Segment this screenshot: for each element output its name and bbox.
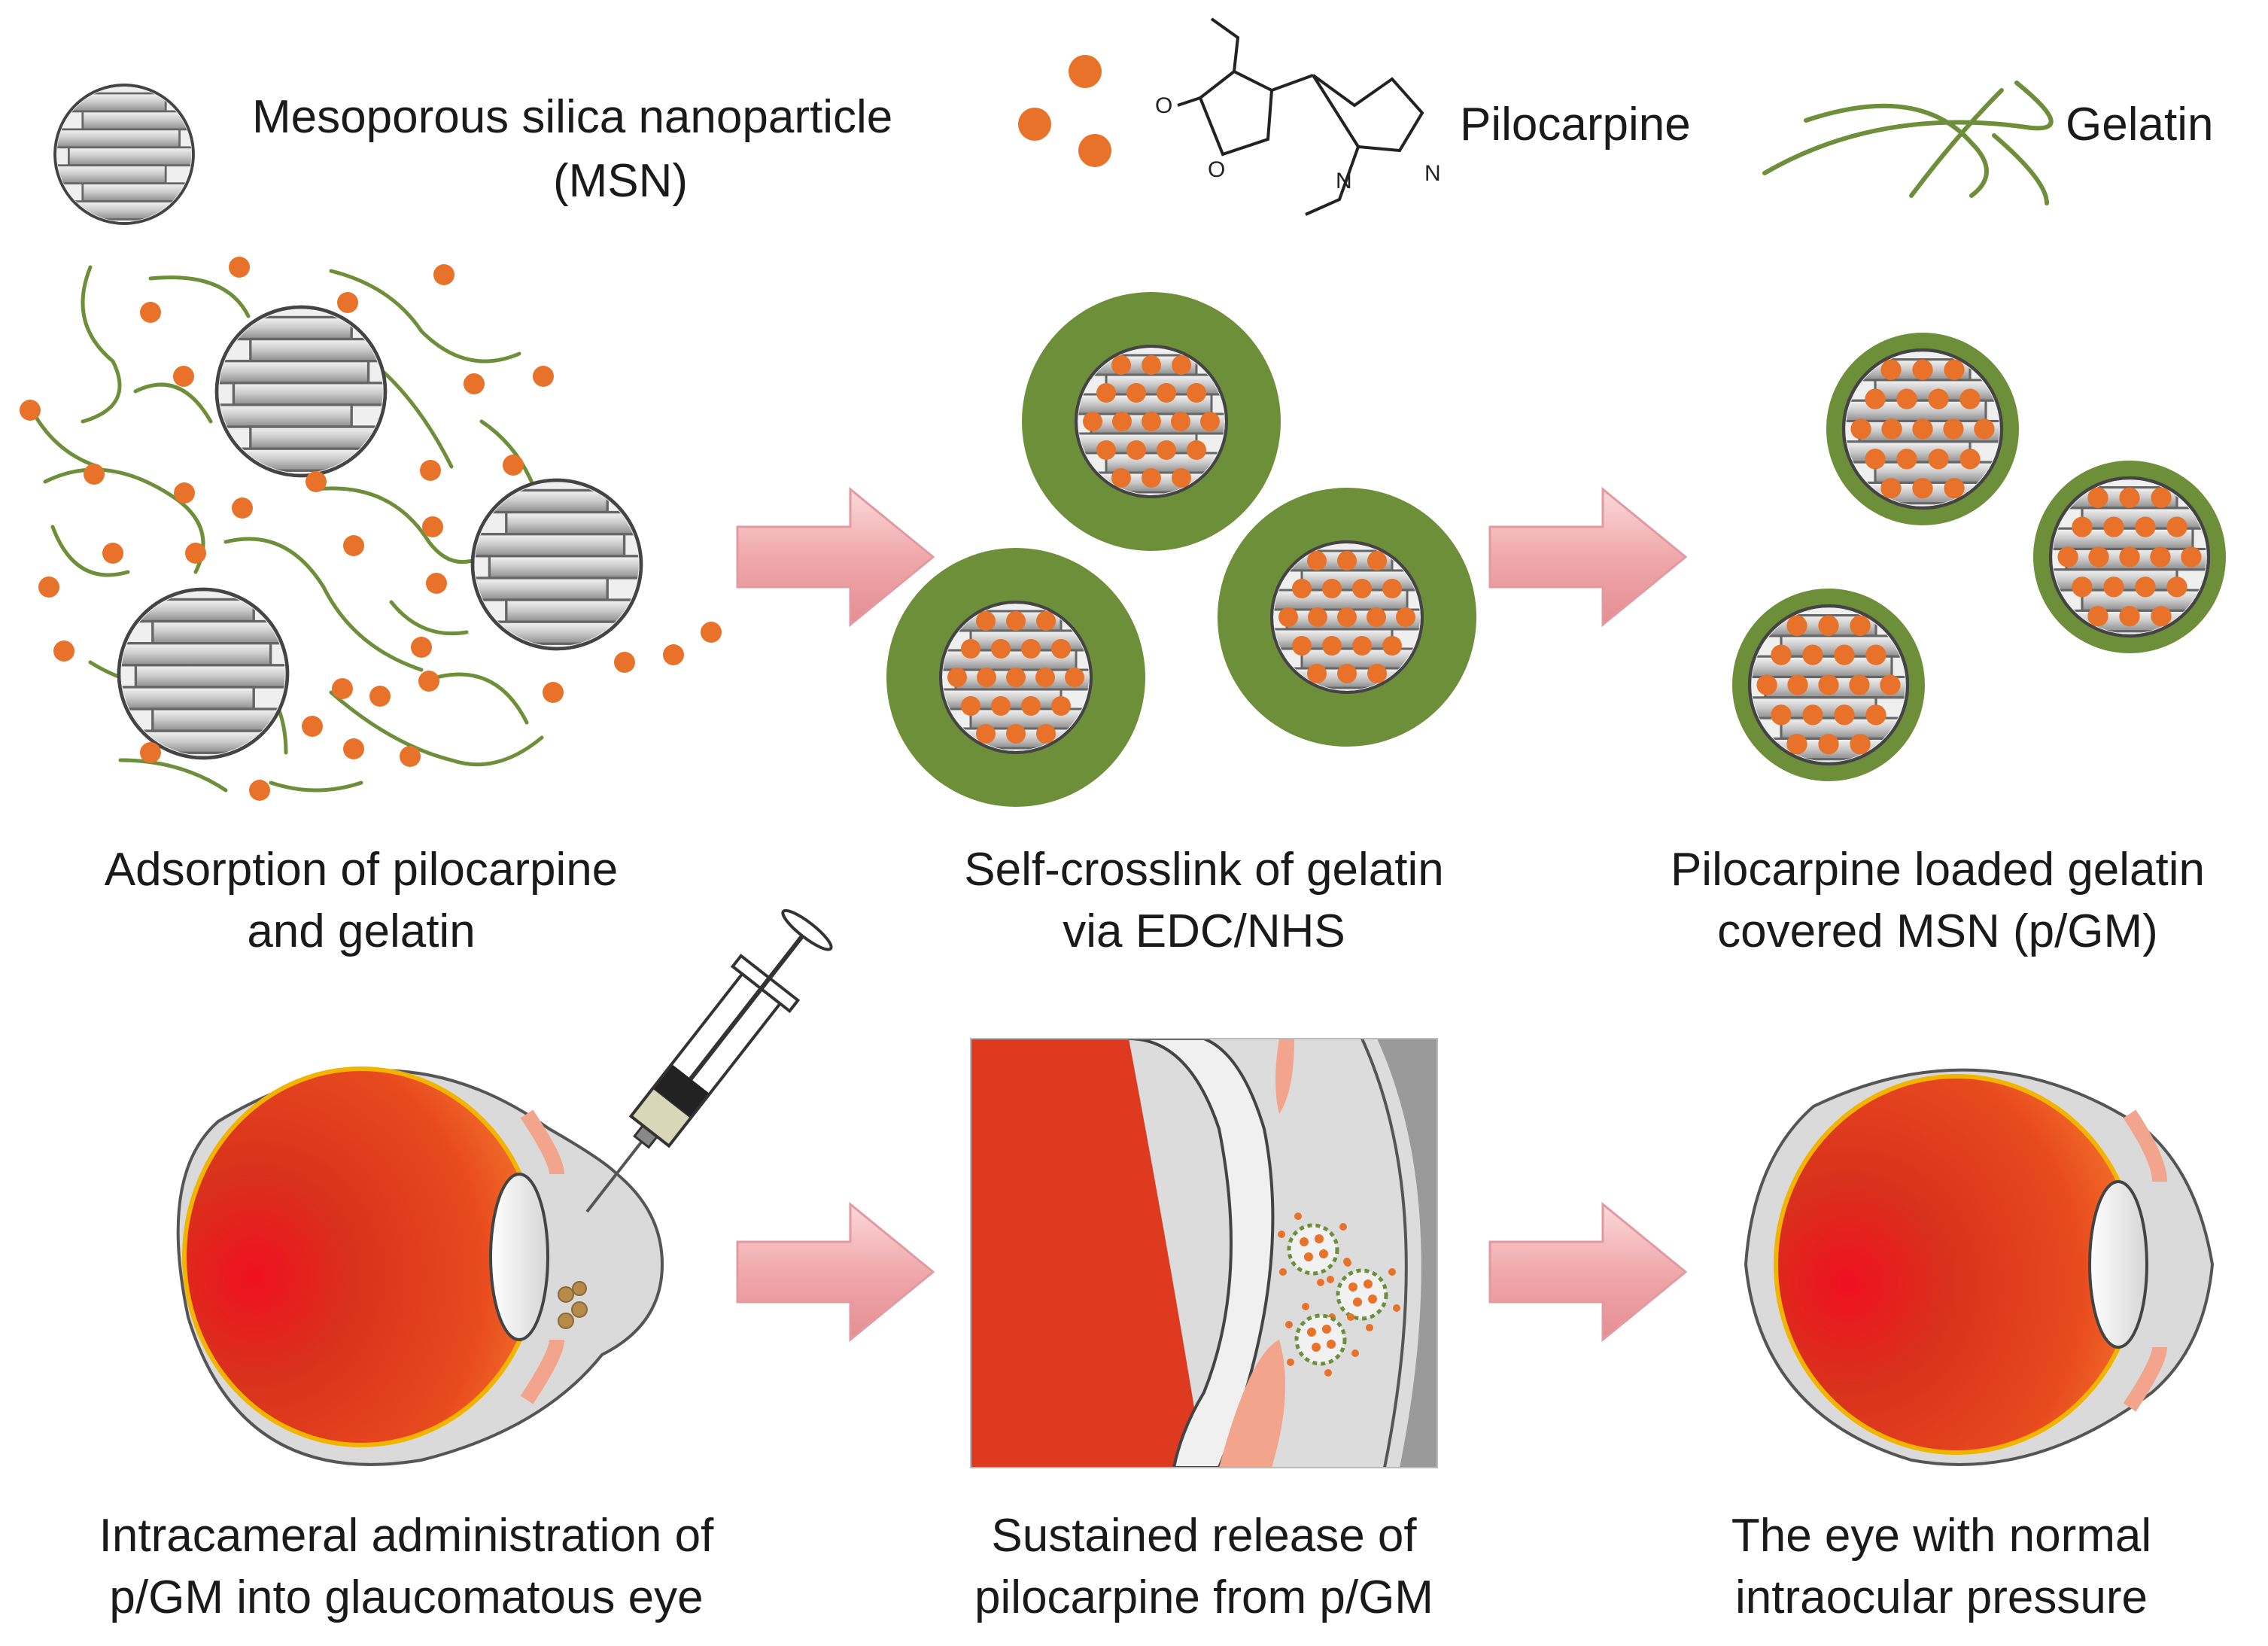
caption-normal-line1: The eye with normal xyxy=(1731,1510,2152,1562)
caption-release-line2: pilocarpine from p/GM xyxy=(974,1571,1433,1623)
arrow-crosslink-to-loaded xyxy=(1488,488,1687,626)
legend-msn-label: Mesoporous silica nanoparticle xyxy=(252,90,892,144)
caption-adsorption: Adsorption of pilocarpine and gelatin xyxy=(30,839,692,963)
caption-administration-line2: p/GM into glaucomatous eye xyxy=(109,1571,704,1623)
arrow-administration-to-release xyxy=(736,1203,935,1341)
caption-normal-line2: intraocular pressure xyxy=(1735,1571,2148,1623)
caption-loaded-line1: Pilocarpine loaded gelatin xyxy=(1670,844,2206,896)
glaucomatous-eye xyxy=(176,1066,664,1466)
caption-crosslink-line2: via EDC/NHS xyxy=(1063,905,1345,957)
legend-gelatin-strands xyxy=(1762,81,2054,205)
caption-administration-line1: Intracameral administration of xyxy=(99,1510,714,1562)
caption-administration: Intracameral administration of p/GM into… xyxy=(15,1505,798,1629)
caption-crosslink-line1: Self-crosslink of gelatin xyxy=(964,844,1444,896)
pilocarpine-structure xyxy=(1177,17,1424,216)
caption-loaded: Pilocarpine loaded gelatin covered MSN (… xyxy=(1610,839,2265,963)
legend-msn-label-line1: Mesoporous silica nanoparticle xyxy=(252,91,893,143)
atom-o-ring: O xyxy=(1208,157,1225,182)
legend-gelatin-label: Gelatin xyxy=(2066,99,2214,151)
legend-pilocarpine-label: Pilocarpine xyxy=(1460,99,1691,151)
atom-o-carbonyl: O xyxy=(1155,93,1172,118)
loaded-particles xyxy=(1732,333,2226,781)
caption-release-line1: Sustained release of xyxy=(991,1510,1417,1562)
atom-n-ring: N xyxy=(1424,161,1441,186)
legend-pilocarpine-dots xyxy=(1018,55,1111,167)
adsorption-mixture xyxy=(20,257,722,801)
pilocarpine-atoms: O O N N xyxy=(1155,93,1441,193)
caption-adsorption-line2: and gelatin xyxy=(247,905,476,957)
caption-crosslink: Self-crosslink of gelatin via EDC/NHS xyxy=(880,839,1528,963)
legend-msn-particle xyxy=(48,85,200,224)
caption-normal: The eye with normal intraocular pressure xyxy=(1655,1505,2227,1629)
arrow-adsorption-to-crosslink xyxy=(736,488,935,626)
legend-msn-label-line2: (MSN) xyxy=(553,155,689,207)
caption-adsorption-line1: Adsorption of pilocarpine xyxy=(104,844,619,896)
arrow-release-to-normal xyxy=(1488,1203,1687,1341)
zoom-frame xyxy=(970,1038,1438,1468)
anterior-chamber-zoom xyxy=(971,1039,1437,1468)
crosslinked-particles xyxy=(886,292,1476,807)
normal-eye xyxy=(1744,1068,2215,1466)
legend-msn-abbrev: (MSN) xyxy=(553,154,688,208)
syringe xyxy=(585,908,833,1213)
atom-n-methyl: N xyxy=(1336,169,1352,193)
caption-loaded-line2: covered MSN (p/GM) xyxy=(1717,905,2158,957)
caption-release: Sustained release of pilocarpine from p/… xyxy=(888,1505,1520,1629)
